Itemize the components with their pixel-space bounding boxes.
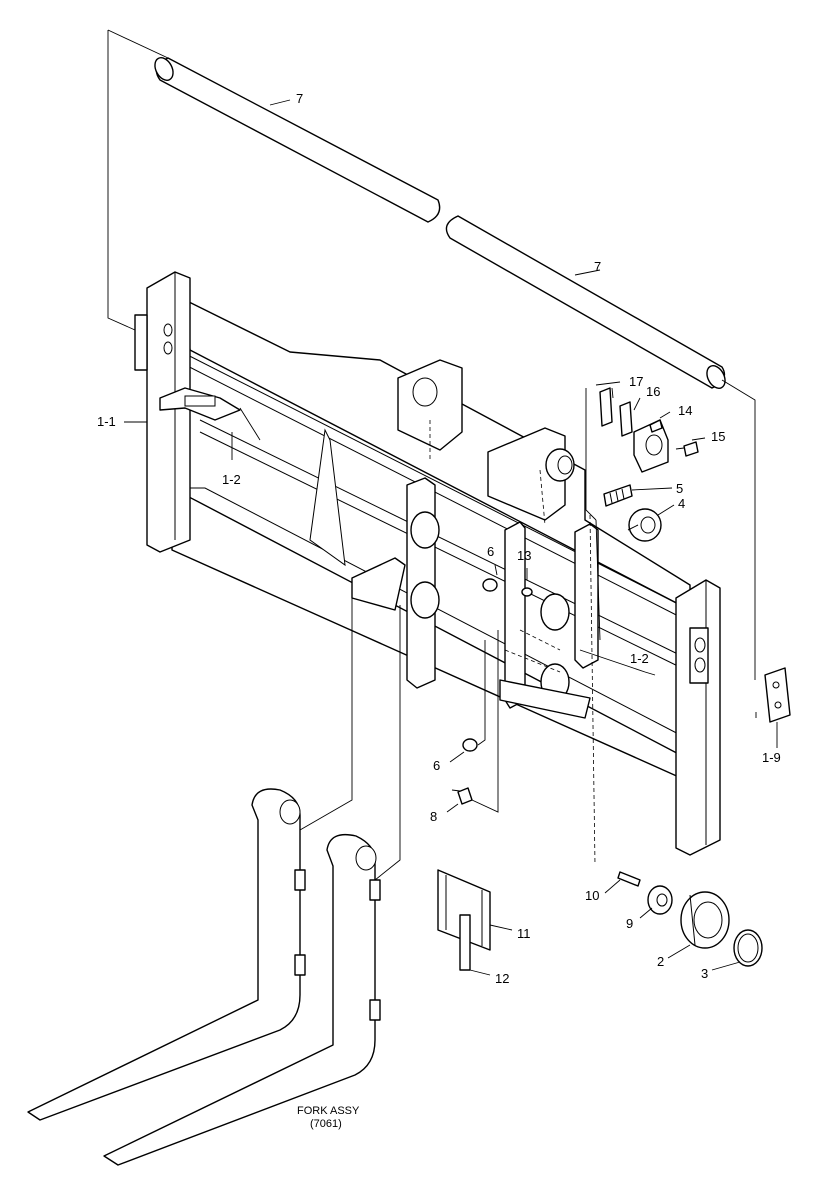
callout-labels: 7 7 17 16 14 15 5 4 1-1 1-2 6 13 1-2 1-9… bbox=[97, 91, 781, 986]
diagram-caption: FORK ASSY (7061) bbox=[297, 1105, 360, 1130]
part-1-9-plate bbox=[764, 667, 791, 723]
callout-12: 12 bbox=[495, 971, 509, 986]
part-10-pin bbox=[617, 871, 641, 887]
part-17-shim bbox=[599, 387, 613, 427]
part-4-roller bbox=[627, 508, 662, 542]
leader-lines bbox=[107, 29, 778, 976]
part-11-guide bbox=[437, 869, 491, 951]
part-13-nut bbox=[521, 587, 533, 597]
shaft-upper bbox=[154, 57, 441, 223]
part-9-collar bbox=[647, 885, 673, 915]
part-2-bearing bbox=[680, 891, 730, 949]
callout-3: 3 bbox=[701, 966, 708, 981]
callout-7-upper: 7 bbox=[296, 91, 303, 106]
callout-4: 4 bbox=[678, 496, 685, 511]
part-16-shim bbox=[619, 401, 633, 437]
callout-8: 8 bbox=[430, 809, 437, 824]
callout-10: 10 bbox=[585, 888, 599, 903]
callout-1-2-left: 1-2 bbox=[222, 472, 241, 487]
part-3-snap-ring bbox=[733, 929, 763, 967]
callout-16: 16 bbox=[646, 384, 660, 399]
carriage-frame bbox=[134, 271, 721, 866]
callout-17: 17 bbox=[629, 374, 643, 389]
callout-13: 13 bbox=[517, 548, 531, 563]
callout-5: 5 bbox=[676, 481, 683, 496]
callout-1-1: 1-1 bbox=[97, 414, 116, 429]
part-6-nut-upper bbox=[482, 578, 498, 592]
caption-title: FORK ASSY bbox=[297, 1105, 360, 1117]
callout-15: 15 bbox=[711, 429, 725, 444]
part-5-spring bbox=[603, 484, 633, 507]
shaft-lower bbox=[445, 215, 726, 389]
callout-1-9: 1-9 bbox=[762, 750, 781, 765]
caption-code: (7061) bbox=[310, 1118, 342, 1130]
fork-left bbox=[27, 788, 306, 1121]
callout-14: 14 bbox=[678, 403, 692, 418]
callout-1-2-right: 1-2 bbox=[630, 651, 649, 666]
callout-9: 9 bbox=[626, 916, 633, 931]
callout-6-lower: 6 bbox=[433, 758, 440, 773]
callout-7-lower: 7 bbox=[594, 259, 601, 274]
fork-right bbox=[103, 833, 381, 1166]
callout-2: 2 bbox=[657, 954, 664, 969]
part-15-bolt bbox=[675, 441, 699, 457]
part-14-bracket bbox=[633, 419, 669, 473]
callout-11: 11 bbox=[517, 926, 531, 941]
part-8-bolt bbox=[451, 787, 473, 805]
part-6-nut-lower bbox=[462, 738, 478, 752]
part-12-plate bbox=[459, 914, 471, 971]
callout-6-upper: 6 bbox=[487, 544, 494, 559]
